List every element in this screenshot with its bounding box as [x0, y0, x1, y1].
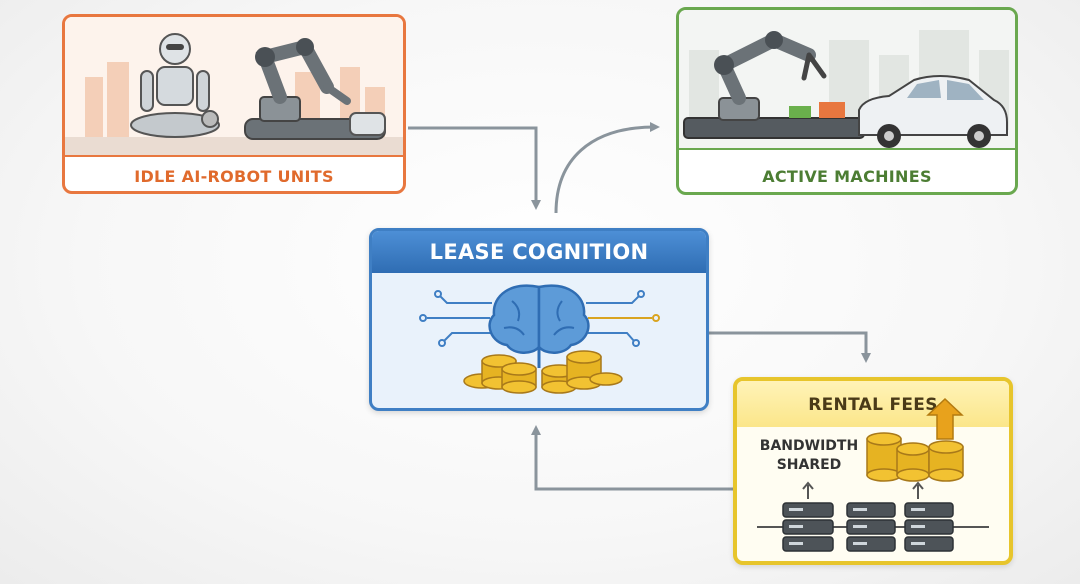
arrow-lease-to-rental	[709, 331, 871, 363]
arrow-lease-to-active	[554, 122, 660, 214]
rental-fees-title: RENTAL FEES	[808, 395, 938, 415]
rental-fees-header: RENTAL FEES	[737, 381, 1009, 427]
arrow-idle-to-lease	[408, 126, 541, 210]
lease-cognition-header: LEASE COGNITION	[372, 231, 706, 273]
rental-fees-illustration	[757, 397, 989, 552]
up-arrow-icon	[926, 397, 964, 440]
idle-robots-node: IDLE AI-ROBOT UNITS	[62, 14, 406, 194]
coins-icon	[463, 350, 623, 394]
robotic-arm-icon	[244, 38, 386, 140]
server-icon	[782, 502, 954, 552]
arrow-rental-to-lease	[531, 425, 733, 491]
active-machines-illustration	[679, 10, 1015, 150]
car-icon	[858, 75, 1008, 148]
active-machines-node: ACTIVE MACHINES	[676, 7, 1018, 195]
lease-cognition-node: LEASE COGNITION	[369, 228, 709, 411]
idle-robots-label: IDLE AI-ROBOT UNITS	[134, 167, 334, 186]
coins-icon	[866, 432, 964, 482]
brain-circuit-illustration	[419, 284, 660, 394]
brain-icon	[488, 284, 590, 368]
idle-robots-illustration	[65, 17, 403, 157]
lease-cognition-title: LEASE COGNITION	[429, 240, 649, 264]
active-machines-label: ACTIVE MACHINES	[762, 167, 932, 186]
robot-icon	[130, 33, 220, 138]
